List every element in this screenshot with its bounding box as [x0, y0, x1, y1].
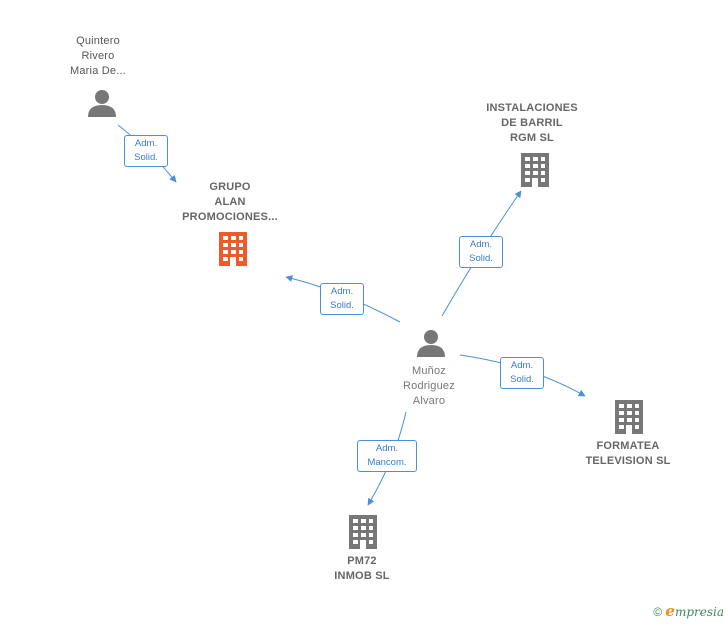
node-pm72[interactable]: PM72 INMOB SL [312, 554, 412, 584]
footer-brand: © empresia [653, 602, 724, 620]
node-label-instalaciones: INSTALACIONES DE BARRIL RGM SL [486, 102, 578, 144]
node-quintero[interactable]: Quintero Rivero Maria De... [48, 34, 148, 79]
node-label-quintero: Quintero Rivero Maria De... [70, 35, 126, 77]
node-label-formatea: FORMATEA TELEVISION SL [585, 440, 671, 467]
building-icon[interactable] [216, 230, 250, 266]
copyright-icon: © [653, 605, 663, 619]
node-label-grupo-alan: GRUPO ALAN PROMOCIONES... [182, 181, 278, 223]
building-icon[interactable] [518, 151, 552, 187]
node-grupo-alan[interactable]: GRUPO ALAN PROMOCIONES... [160, 180, 300, 225]
node-label-pm72: PM72 INMOB SL [334, 555, 390, 582]
edge-label-quintero-grupo[interactable]: Adm. Solid. [124, 135, 168, 167]
brand-logo-text: mpresia [674, 605, 724, 619]
node-instalaciones[interactable]: INSTALACIONES DE BARRIL RGM SL [467, 101, 597, 146]
node-formatea[interactable]: FORMATEA TELEVISION SL [568, 439, 688, 469]
building-icon[interactable] [346, 513, 380, 549]
building-icon[interactable] [612, 398, 646, 434]
edge-label-munoz-grupo[interactable]: Adm. Solid. [320, 283, 364, 315]
node-label-munoz: Muñoz Rodriguez Alvaro [403, 365, 455, 407]
person-icon[interactable] [87, 88, 117, 118]
edge-label-munoz-pm72[interactable]: Adm. Mancom. [357, 440, 417, 472]
node-munoz[interactable]: Muñoz Rodriguez Alvaro [379, 364, 479, 409]
edge-label-munoz-formatea[interactable]: Adm. Solid. [500, 357, 544, 389]
person-icon[interactable] [416, 328, 446, 358]
brand-logo-initial: e [665, 602, 675, 620]
edge-label-munoz-instalaciones[interactable]: Adm. Solid. [459, 236, 503, 268]
